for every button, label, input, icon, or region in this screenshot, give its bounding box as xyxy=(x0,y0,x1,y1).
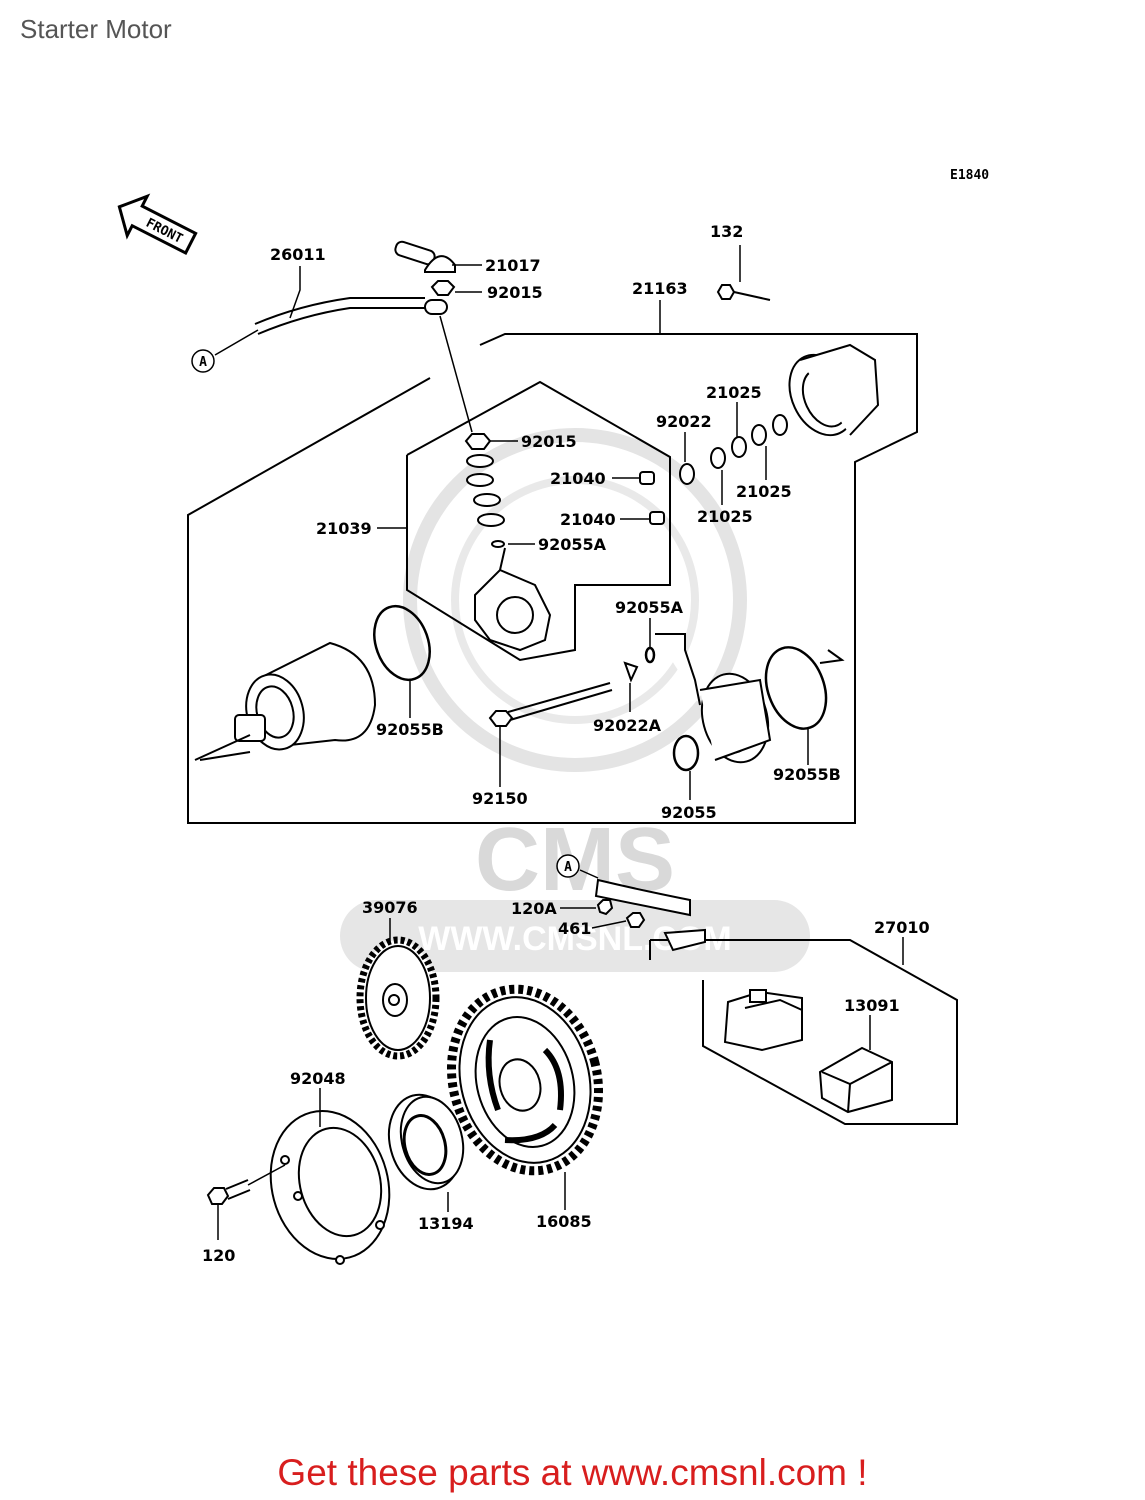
part-label: 92022A xyxy=(593,716,662,735)
brush-pieces xyxy=(639,471,665,525)
footer-link[interactable]: Get these parts at www.cmsnl.com ! xyxy=(277,1452,868,1493)
through-bolt xyxy=(488,661,639,727)
part-label: 21040 xyxy=(550,469,606,488)
part-label: 120A xyxy=(511,899,557,918)
brush-holder xyxy=(474,547,552,652)
one-way-clutch xyxy=(387,1093,465,1191)
o-rings xyxy=(373,604,828,772)
part-label: 26011 xyxy=(270,245,326,264)
page-title: Starter Motor xyxy=(20,14,172,44)
part-label: 39076 xyxy=(362,898,418,917)
part-labels: 26011 21017 92015 132 21163 92015 21025 … xyxy=(202,222,930,1265)
assembly-outlines xyxy=(187,333,958,1125)
part-label: 92048 xyxy=(290,1069,346,1088)
clutch-holder xyxy=(269,1110,391,1265)
idle-gear xyxy=(356,936,440,1060)
part-label: 92015 xyxy=(487,283,543,302)
part-label: 132 xyxy=(710,222,743,241)
nut-92015-top xyxy=(430,280,456,296)
part-label: 13194 xyxy=(418,1214,474,1233)
shim-washers xyxy=(679,414,788,485)
part-label: 92150 xyxy=(472,789,528,808)
part-label: 21025 xyxy=(706,383,762,402)
part-label: 21039 xyxy=(316,519,372,538)
starter-motor-body xyxy=(194,641,377,761)
part-label: 461 xyxy=(558,919,591,938)
starter-cable xyxy=(214,297,448,356)
washer-stack xyxy=(464,433,505,548)
part-label: 16085 xyxy=(536,1212,592,1231)
part-label: 92055B xyxy=(773,765,841,784)
starter-relay xyxy=(594,878,893,1114)
part-label: 120 xyxy=(202,1246,235,1265)
part-label: 21040 xyxy=(560,510,616,529)
part-label: 13091 xyxy=(844,996,900,1015)
diagram-ref: E1840 xyxy=(950,168,989,183)
starter-end-cover xyxy=(716,284,880,437)
part-label: 21017 xyxy=(485,256,541,275)
callout-a-top-label: A xyxy=(199,355,207,370)
callout-a-bottom-label: A xyxy=(564,860,572,875)
part-label: 92055 xyxy=(661,803,717,822)
part-label: 27010 xyxy=(874,918,930,937)
part-label: 92055A xyxy=(538,535,607,554)
callout-a-top: A xyxy=(191,349,215,373)
part-label: 92055A xyxy=(615,598,684,617)
part-label: 92055B xyxy=(376,720,444,739)
terminal-cap xyxy=(394,240,456,273)
part-label: 21163 xyxy=(632,279,688,298)
part-label: 21025 xyxy=(697,507,753,526)
part-label: 92022 xyxy=(656,412,712,431)
bolt-120 xyxy=(206,1179,251,1205)
callout-a-bottom: A xyxy=(556,854,580,878)
starter-clutch-gear xyxy=(446,984,604,1176)
leader-lines xyxy=(217,245,904,1240)
front-arrow-icon: FRONT xyxy=(117,193,198,255)
part-label: 21025 xyxy=(736,482,792,501)
starter-front-bracket xyxy=(655,633,845,764)
parts-diagram: CMS WWW.CMSNL.COM E1840 FRONT A A xyxy=(117,168,989,1265)
part-label: 92015 xyxy=(521,432,577,451)
